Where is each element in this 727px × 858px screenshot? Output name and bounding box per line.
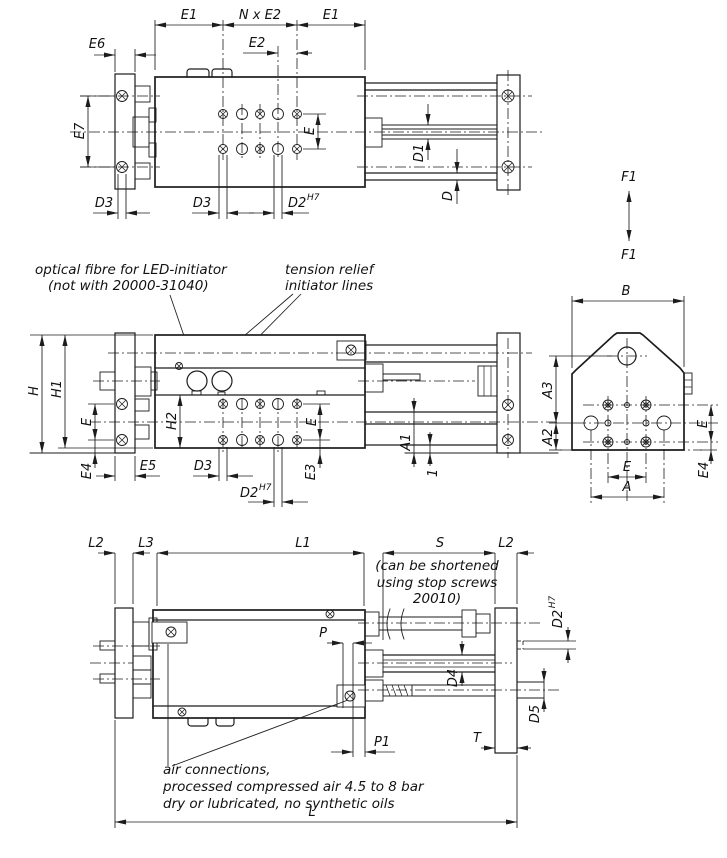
dim-label-d3-left: D3 (95, 196, 113, 211)
top-view-holes (116, 89, 515, 174)
force-label-f1-bottom: F1 (621, 248, 637, 263)
dim-label-t: T (473, 731, 482, 746)
dim-label-e1-left: E1 (181, 8, 198, 23)
note-tension-relief-line2: initiator lines (285, 278, 373, 294)
dim-label-e-top: E (303, 126, 318, 135)
dim-label-b: B (622, 284, 631, 299)
dim-label-e4-side: E4 (697, 462, 712, 479)
dim-label-d3-front: D3 (194, 459, 212, 474)
force-arrow: F1 F1 (621, 170, 637, 263)
dim-label-d2-fit-top: H7 (307, 193, 320, 203)
dim-label-e2: E2 (249, 36, 266, 51)
dim-label-e-front-right: E (305, 417, 320, 426)
bottom-view-geometry (99, 607, 545, 754)
dim-label-n-x-e2: N x E2 (239, 8, 281, 23)
dim-label-s: S (436, 536, 444, 551)
bottom-view-centerlines (90, 622, 560, 691)
bottom-view-dimensions: L2 L3 L1 S L2 (can be shortened using st… (88, 536, 576, 828)
note-tension-relief-line1: tension relief (285, 262, 376, 278)
dim-label-p1: P1 (374, 735, 390, 750)
dim-label-h: H (27, 386, 42, 396)
dim-label-d2-fit-bottom: H7 (548, 595, 558, 608)
top-view-dimensions: E1 N x E2 E1 E2 E6 E7 E D3 D3 D2 H7 D1 D (73, 8, 460, 219)
note-optical-fibre-line1: optical fibre for LED-initiator (35, 262, 228, 278)
front-view-holes (116, 398, 514, 446)
dim-label-d3-mid: D3 (193, 196, 211, 211)
note-shorten-line1: (can be shortened (375, 558, 499, 574)
dim-label-d2-front: D2 (240, 486, 258, 501)
dim-label-a: A (622, 480, 632, 495)
dim-label-e3: E3 (304, 464, 319, 481)
dim-label-h1: H1 (50, 380, 65, 398)
dim-label-a3: A3 (541, 381, 556, 399)
dim-label-l2-left: L2 (88, 536, 104, 551)
front-view-notes: optical fibre for LED-initiator (not wit… (35, 262, 376, 373)
dim-label-l2-right: L2 (498, 536, 514, 551)
side-view-geometry (571, 332, 693, 451)
top-view-centerlines (70, 20, 545, 195)
front-view-dimensions: H H1 H2 E E4 E5 D3 D2 H7 E E3 A1 1 (27, 334, 441, 507)
dim-label-a2: A2 (541, 428, 556, 446)
dim-label-d2-fit-front: H7 (259, 483, 272, 493)
dim-label-a1: A1 (399, 433, 414, 451)
note-air-line3: dry or lubricated, no synthetic oils (163, 796, 395, 812)
side-view-holes (583, 399, 672, 448)
dim-label-d: D (441, 191, 456, 201)
note-air-line2: processed compressed air 4.5 to 8 bar (162, 779, 425, 795)
dim-label-e1-right: E1 (323, 8, 340, 23)
dim-label-e-front-left: E (80, 417, 95, 426)
side-view-dimensions: B A3 A2 E E4 E A (541, 284, 717, 500)
note-optical-fibre-line2: (not with 20000-31040) (48, 278, 209, 294)
dim-label-l1: L1 (295, 536, 311, 551)
dim-label-d2-top: D2 (288, 196, 306, 211)
dim-label-e7: E7 (73, 122, 88, 139)
dim-label-p: P (319, 626, 327, 641)
dim-label-l: L (308, 805, 315, 820)
dim-label-e6: E6 (89, 37, 106, 52)
front-view-centerlines (90, 338, 560, 458)
dim-label-d5: D5 (528, 705, 543, 723)
dim-label-1: 1 (426, 469, 441, 477)
dim-label-l3: L3 (138, 536, 154, 551)
note-air-line1: air connections, (163, 762, 271, 778)
front-view-geometry (29, 332, 559, 454)
dim-label-d1: D1 (412, 144, 427, 162)
dim-label-h2: H2 (165, 412, 180, 430)
note-shorten-line3: 20010) (413, 591, 461, 607)
force-label-f1-top: F1 (621, 170, 637, 185)
dim-label-d2-bottom: D2 (551, 610, 566, 628)
dim-label-e5: E5 (140, 459, 157, 474)
dim-label-e4-front: E4 (80, 463, 95, 480)
dim-label-d4: D4 (446, 669, 461, 687)
dim-label-e-side-right: E (696, 419, 711, 428)
note-shorten-line2: using stop screws (377, 575, 498, 591)
dim-label-e-side-bottom: E (623, 460, 632, 475)
